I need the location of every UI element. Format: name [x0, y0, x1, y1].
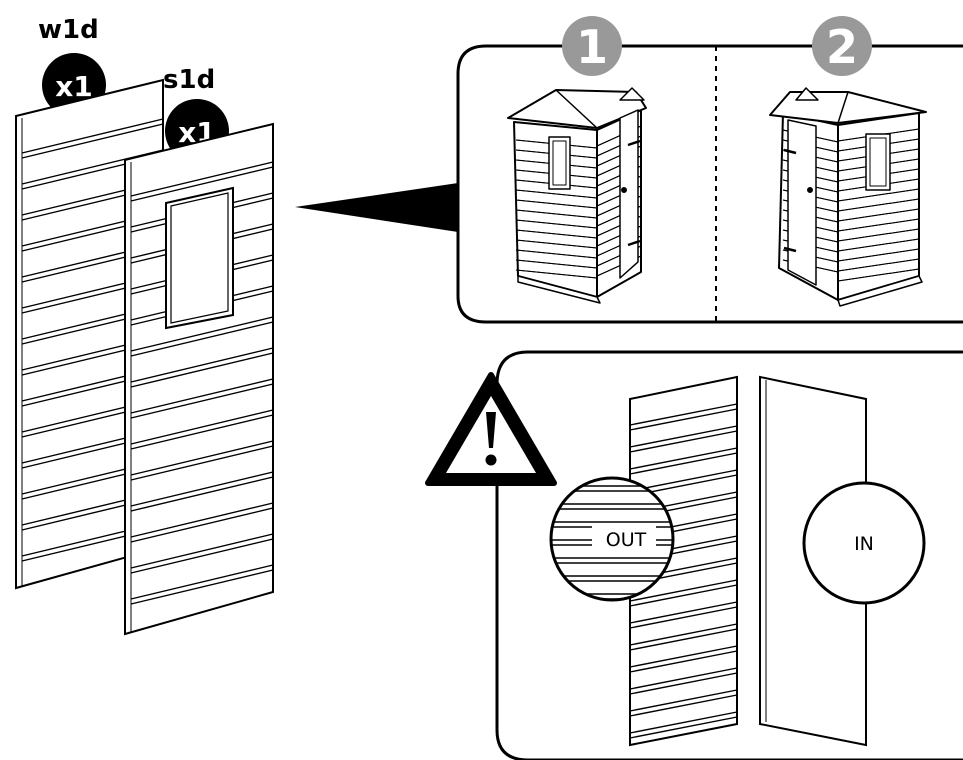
siding-groove — [629, 711, 738, 734]
shed-siding-line — [837, 238, 920, 252]
siding-groove — [21, 118, 164, 154]
siding-groove — [130, 564, 274, 600]
siding-groove — [130, 533, 274, 569]
siding-groove — [130, 347, 274, 383]
siding-groove — [629, 623, 738, 646]
siding-groove — [130, 321, 274, 357]
siding-groove — [629, 645, 738, 668]
step-badge-1: 1 — [562, 16, 622, 76]
wall-panel-s1d — [124, 122, 274, 636]
siding-groove — [130, 414, 274, 450]
siding-groove — [130, 445, 274, 481]
siding-groove — [130, 471, 274, 507]
siding-groove — [629, 667, 738, 690]
siding-groove — [629, 628, 738, 651]
siding-groove — [629, 408, 738, 431]
shed-siding-line — [515, 189, 598, 199]
siding-groove — [629, 601, 738, 624]
siding-groove — [629, 650, 738, 673]
shed-siding-line — [515, 209, 598, 219]
step-number-1: 1 — [576, 20, 608, 74]
shed-siding-line — [515, 219, 598, 229]
shed-siding-line — [515, 229, 598, 239]
shed-siding-line — [837, 188, 920, 202]
siding-groove — [130, 316, 274, 352]
siding-groove — [130, 507, 274, 543]
siding-groove — [629, 403, 738, 426]
siding-groove — [629, 469, 738, 492]
siding-groove — [629, 447, 738, 470]
shed-siding-line — [515, 259, 598, 269]
siding-groove — [130, 378, 274, 414]
window-opening — [165, 186, 234, 330]
siding-groove — [21, 123, 164, 159]
siding-groove — [130, 383, 274, 419]
shed-siding-line — [837, 228, 920, 242]
step-number-2: 2 — [826, 20, 858, 74]
siding-groove — [629, 584, 738, 607]
siding-groove — [130, 440, 274, 476]
siding-groove — [130, 569, 274, 605]
shed-siding-line — [515, 269, 598, 279]
siding-groove — [629, 452, 738, 475]
callout-pointer — [295, 183, 458, 232]
part-code-s1d: s1d — [163, 65, 215, 95]
siding-groove — [629, 606, 738, 629]
quantity-w1d: x1 — [55, 70, 93, 103]
in-detail-circle: IN — [802, 481, 926, 605]
siding-groove — [629, 430, 738, 453]
siding-groove — [130, 502, 274, 538]
shed-view-1 — [507, 87, 647, 304]
warning-triangle-icon — [425, 372, 557, 486]
siding-groove — [130, 476, 274, 512]
shed-siding-line — [837, 248, 920, 262]
shed-siding-line — [515, 199, 598, 209]
siding-groove — [130, 352, 274, 388]
part-code-w1d: w1d — [38, 15, 99, 45]
siding-groove — [629, 694, 738, 717]
shed-siding-line — [837, 258, 920, 272]
shed-siding-line — [837, 268, 920, 282]
step-frame — [456, 44, 963, 324]
siding-groove — [629, 716, 738, 739]
siding-groove — [629, 579, 738, 602]
in-label: IN — [854, 533, 874, 555]
shed-siding-line — [515, 239, 598, 249]
siding-groove — [130, 161, 274, 197]
step-badge-2: 2 — [812, 16, 872, 76]
siding-groove — [629, 689, 738, 712]
siding-groove — [130, 166, 274, 202]
shed-siding-line — [515, 249, 598, 259]
siding-groove — [629, 425, 738, 448]
out-detail-circle: OUT — [549, 476, 675, 602]
shed-siding-line — [837, 198, 920, 212]
out-label: OUT — [606, 529, 647, 551]
siding-groove — [130, 538, 274, 574]
shed-siding-line — [837, 218, 920, 232]
siding-groove — [629, 672, 738, 695]
shed-view-2 — [769, 87, 927, 307]
siding-groove — [130, 409, 274, 445]
shed-siding-line — [837, 208, 920, 222]
